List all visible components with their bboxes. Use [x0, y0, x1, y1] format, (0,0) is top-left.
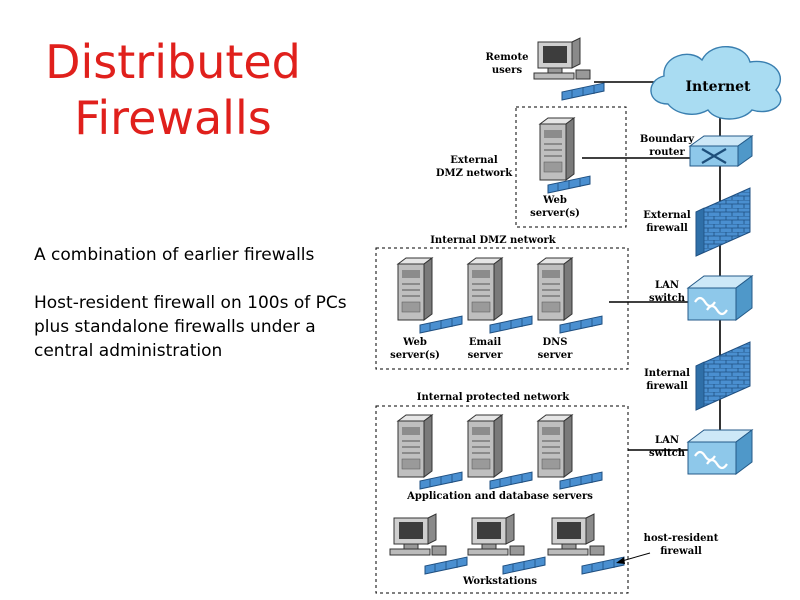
boundary-router-label-line1: Boundary [640, 134, 695, 145]
remote-users-label-line1: Remote [486, 52, 529, 63]
app-server-icon [397, 414, 433, 478]
title-line-2: Firewalls [74, 91, 272, 145]
email-server-label-line1: Email [469, 337, 501, 348]
host-resident-firewall-label-line1: host-resident [644, 533, 719, 544]
external-firewall-label-line1: External [643, 210, 691, 221]
workstation-firewall-icon [581, 556, 625, 575]
internal-protected-title: Internal protected network [417, 392, 570, 403]
external-dmz-boundary [515, 106, 627, 228]
lan-switch-2-label-line1: LAN [655, 435, 679, 446]
remote-users-label-line2: users [492, 65, 523, 76]
internal-dmz-title: Internal DMZ network [430, 235, 557, 246]
internal-web-server-label-line1: Web [402, 337, 427, 348]
workstation-firewall-icon [502, 556, 546, 575]
internal-dmz-boundary [375, 247, 629, 370]
callout-arrow-icon [616, 552, 651, 564]
lan-switch-1-icon [686, 274, 754, 322]
bullet-item: Host-resident firewall on 100s of PCs pl… [34, 293, 347, 361]
dns-server-label-line1: DNS [542, 337, 567, 348]
workstation-icon [467, 513, 525, 556]
app-server-icon [537, 414, 573, 478]
app-servers-label: Application and database servers [406, 491, 593, 502]
internal-dns-server-icon [537, 257, 573, 321]
boundary-router-icon [688, 135, 754, 167]
title-line-1: Distributed [45, 35, 301, 89]
internal-email-server-icon [467, 257, 503, 321]
app-server-icon [467, 414, 503, 478]
remote-users-workstation-icon [533, 37, 591, 80]
internal-firewall-icon [695, 341, 751, 411]
boundary-router-label-line2: router [649, 147, 685, 158]
external-dmz-label-line1: External [450, 155, 498, 166]
lan-switch-2-icon [686, 428, 754, 476]
lan-switch-1-label-line1: LAN [655, 280, 679, 291]
lan-switch-1-label-line2: switch [649, 293, 686, 304]
internet-label: Internet [685, 79, 751, 95]
internal-firewall-label-line1: Internal [644, 368, 690, 379]
internal-web-server-label-line2: server(s) [390, 350, 440, 361]
workstation-firewall-icon [424, 556, 468, 575]
internet-cloud-icon: Internet [650, 45, 782, 120]
workstations-label: Workstations [462, 576, 537, 587]
external-web-server-icon [539, 117, 575, 181]
external-web-server-label-line2: server(s) [530, 208, 580, 219]
external-dmz-label-line2: DMZ network [436, 168, 513, 179]
internal-web-server-icon [397, 257, 433, 321]
internal-protected-boundary [375, 405, 629, 594]
lan-switch-2-label-line2: switch [649, 448, 686, 459]
external-web-server-label-line1: Web [542, 195, 567, 206]
workstation-icon [389, 513, 447, 556]
remote-users-firewall-icon [561, 82, 605, 101]
dns-server-label-line2: server [538, 350, 573, 361]
bullet-list: A combination of earlier firewalls Host-… [34, 243, 364, 387]
external-firewall-label-line2: firewall [646, 223, 688, 234]
internal-firewall-label-line2: firewall [646, 381, 688, 392]
external-firewall-icon [695, 187, 751, 257]
workstation-icon [547, 513, 605, 556]
host-resident-firewall-label-line2: firewall [660, 546, 702, 557]
email-server-label-line2: server [468, 350, 503, 361]
bullet-item: A combination of earlier firewalls [34, 245, 315, 265]
slide-title: Distributed Firewalls [0, 34, 346, 146]
